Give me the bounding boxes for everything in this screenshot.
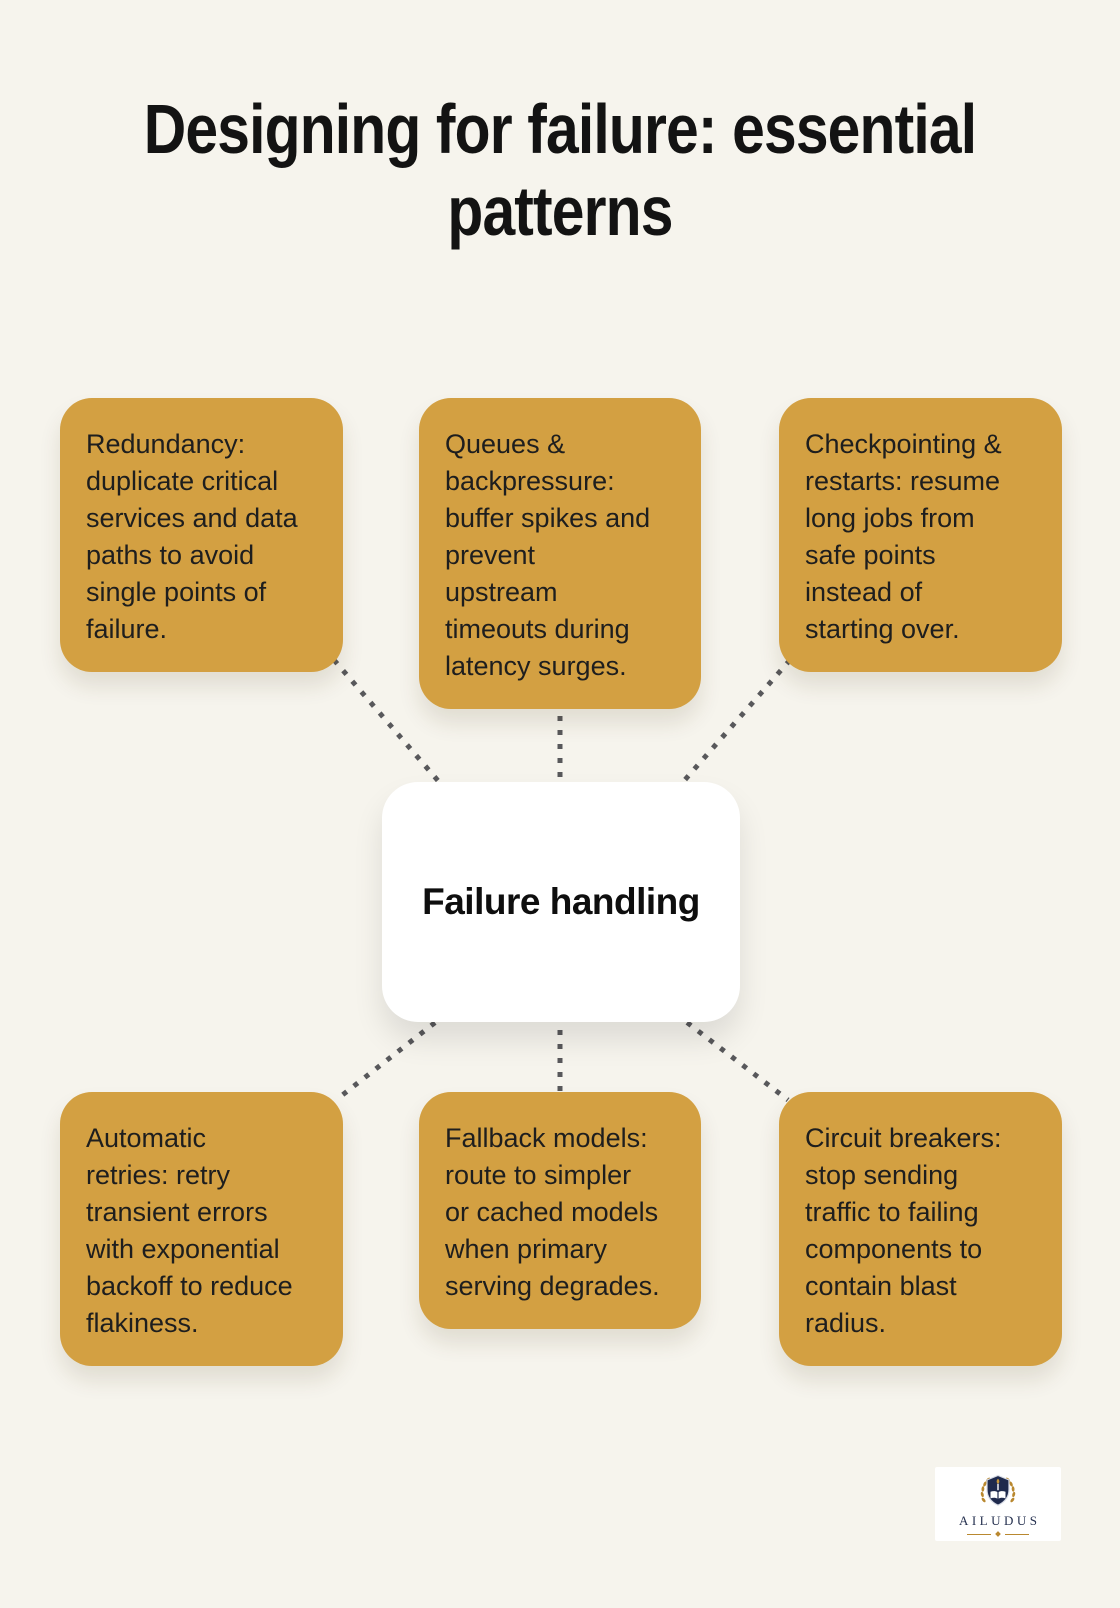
pattern-card-queues-backpressure: Queues & backpressure: buffer spikes and… [419, 398, 701, 709]
laurel-crest-shield-icon [975, 1474, 1021, 1513]
card-text: Fallback models: route to simpler or cac… [445, 1123, 660, 1301]
card-text: Circuit breakers: stop sending traffic t… [805, 1123, 1002, 1338]
center-node-label: Failure handling [422, 881, 700, 922]
center-node: Failure handling [382, 782, 740, 1022]
pattern-card-checkpointing-restarts: Checkpointing & restarts: resume long jo… [779, 398, 1062, 672]
pattern-card-redundancy: Redundancy: duplicate critical services … [60, 398, 343, 672]
page-title: Designing for failure: essential pattern… [143, 90, 977, 250]
connector-bottom-left [334, 1012, 448, 1102]
logo-wordmark: AILUDUS [958, 1513, 1041, 1528]
pattern-card-fallback-models: Fallback models: route to simpler or cac… [419, 1092, 701, 1329]
logo-card: AILUDUS [935, 1467, 1061, 1541]
connector-bottom-right [674, 1012, 790, 1102]
pattern-card-circuit-breakers: Circuit breakers: stop sending traffic t… [779, 1092, 1062, 1366]
pattern-card-automatic-retries: Automatic retries: retry transient error… [60, 1092, 343, 1366]
card-text: Queues & backpressure: buffer spikes and… [445, 429, 651, 681]
card-text: Checkpointing & restarts: resume long jo… [805, 429, 1002, 644]
logo-divider [967, 1531, 1029, 1537]
card-text: Redundancy: duplicate critical services … [86, 429, 298, 644]
card-text: Automatic retries: retry transient error… [86, 1123, 293, 1338]
